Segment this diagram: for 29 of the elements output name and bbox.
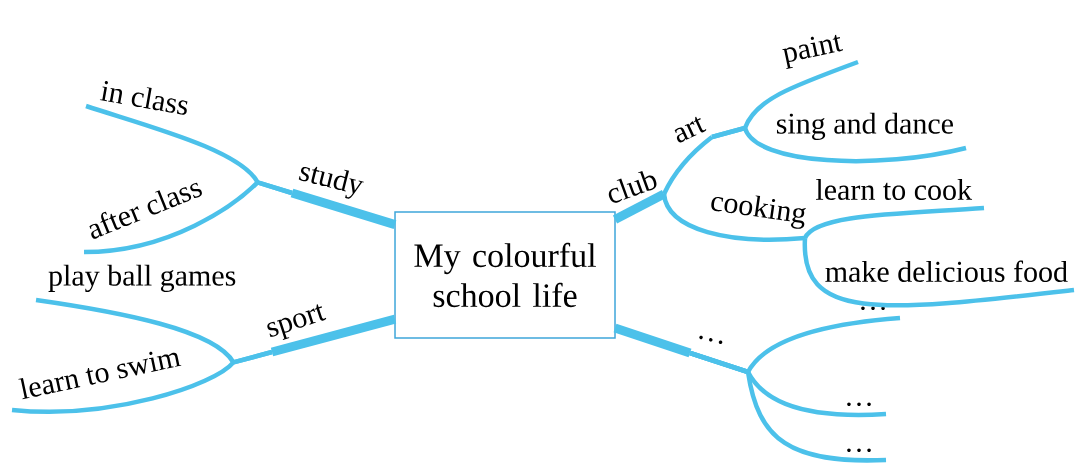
branch-line — [661, 193, 806, 242]
branch-label: cooking — [711, 195, 806, 229]
branch-label: in class — [99, 81, 188, 115]
branch-label: make delicious food — [825, 260, 1068, 282]
branch-line — [689, 350, 887, 463]
branch-label: after class — [89, 182, 202, 239]
branch-label: … — [699, 335, 723, 345]
branch-line — [11, 349, 273, 414]
branch-label: sport — [267, 304, 327, 340]
topic-box: My colourful school life — [394, 211, 616, 339]
branch-label: study — [298, 166, 364, 199]
branch-line — [270, 314, 397, 357]
branch-line — [711, 125, 967, 164]
branch-label: paint — [782, 34, 843, 70]
branch-label: … — [861, 306, 885, 310]
branch-label: learn to swim — [18, 351, 182, 400]
branch-line — [83, 180, 293, 255]
branch-label: play ball games — [48, 264, 236, 292]
branch-line — [803, 205, 985, 240]
branch-label: art — [674, 116, 707, 143]
branch-line — [802, 237, 1075, 308]
branch-label: club — [608, 170, 657, 203]
branch-label: learn to cook — [816, 178, 973, 200]
branch-label: sing and dance — [776, 112, 953, 140]
branch-label: … — [847, 402, 871, 406]
branch-line — [290, 188, 397, 229]
branch-line — [613, 323, 692, 358]
branch-label: … — [847, 448, 871, 452]
branch-line — [662, 135, 714, 195]
